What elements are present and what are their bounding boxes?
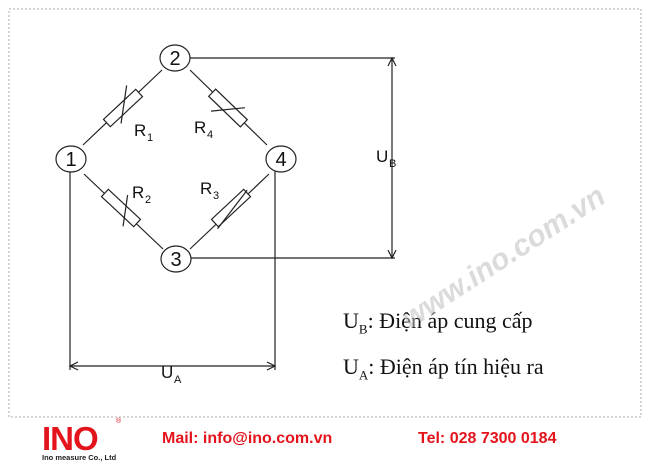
contact-tel[interactable]: Tel: 028 7300 0184: [418, 430, 557, 447]
logo-text: INO: [42, 420, 99, 457]
resistor-r3: [210, 188, 252, 230]
legend-ua-symbol: U: [343, 354, 359, 379]
legend-ub-sub: B: [358, 321, 368, 337]
ub-arrow-head-top: [387, 56, 397, 67]
node-4-circle: [265, 145, 297, 173]
ub-sub: B: [389, 158, 396, 170]
ua-arrow-head-left: [68, 361, 79, 371]
diagram-frame: 1 2 3 4 R 1 R 4 R 2 R 3 U B U A: [8, 8, 642, 418]
resistor-r4: [207, 88, 249, 128]
r2-sub: 2: [145, 194, 151, 206]
logo-caption: Ino measure Co., Ltd: [42, 453, 117, 462]
node-2-circle: [159, 44, 191, 72]
r4-label: R: [194, 118, 206, 137]
legend-ua: UA: Điện áp tín hiệu ra: [343, 354, 544, 383]
resistor-r2: [100, 188, 142, 228]
r1-label: R: [134, 121, 146, 140]
node-3-circle: [160, 245, 192, 273]
frame-border: [8, 8, 642, 418]
legend-ua-text: : Điện áp tín hiệu ra: [368, 354, 544, 379]
node-2-label: 2: [169, 48, 180, 70]
r3-sub: 3: [213, 190, 219, 202]
node-1-circle: [55, 145, 87, 173]
ua-arrow-head-right: [266, 361, 277, 371]
legend-ub-text: : Điện áp cung cấp: [367, 308, 533, 333]
ua-sub: A: [174, 374, 182, 386]
legend-ub-symbol: U: [343, 308, 359, 333]
legend-ua-sub: A: [358, 367, 369, 383]
node-1-label: 1: [65, 149, 76, 171]
ub-label: U: [376, 147, 388, 166]
node-4-label: 4: [275, 149, 286, 171]
ua-label: U: [161, 363, 173, 382]
r2-label: R: [132, 183, 144, 202]
node-3-label: 3: [170, 249, 181, 271]
contact-mail[interactable]: Mail: info@ino.com.vn: [162, 430, 333, 447]
wheatstone-bridge-diagram: 1 2 3 4 R 1 R 4 R 2 R 3 U B U A: [8, 8, 642, 418]
footer: INO ® Ino measure Co., Ltd Mail: info@in…: [0, 418, 654, 462]
resistor-r1: [102, 85, 144, 128]
r1-sub: 1: [147, 132, 153, 144]
ino-logo: INO ® Ino measure Co., Ltd: [20, 418, 121, 462]
r3-label: R: [200, 179, 212, 198]
legend-ub: UB: Điện áp cung cấp: [343, 308, 533, 337]
logo-registered: ®: [116, 418, 122, 425]
r4-sub: 4: [207, 129, 213, 141]
ub-arrow-head-bottom: [387, 249, 397, 260]
